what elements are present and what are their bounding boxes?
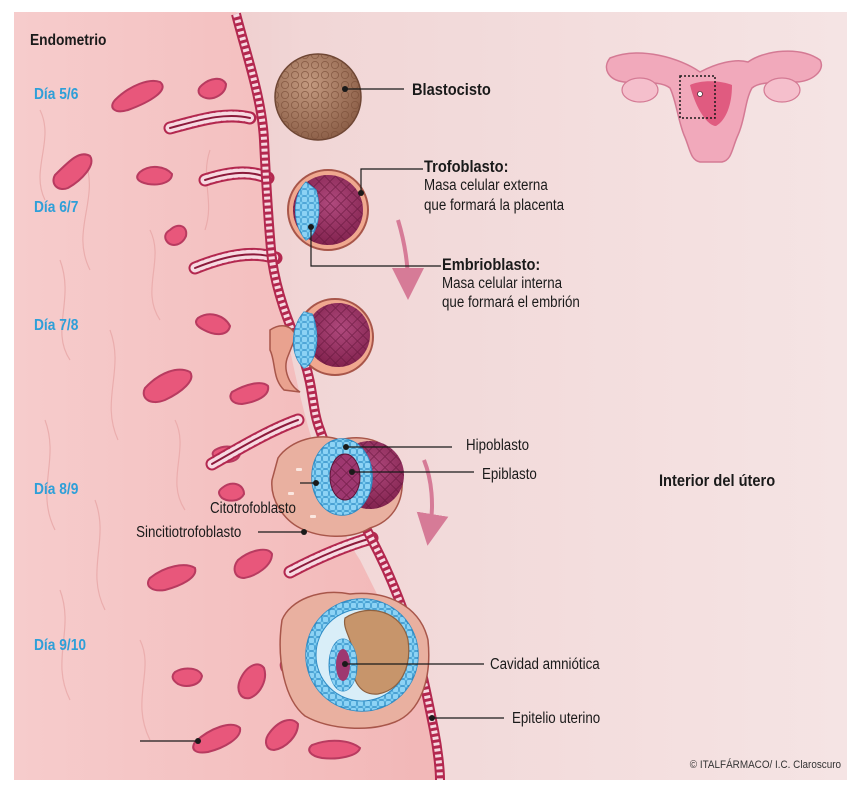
label-hipoblasto: Hipoblasto — [466, 437, 529, 454]
embryo-stage-5 — [279, 591, 430, 729]
label-cavidad-amniotica: Cavidad amniótica — [490, 656, 600, 673]
label-trofoblasto-title: Trofoblasto: — [424, 157, 509, 176]
endometrium-tissue — [14, 12, 440, 780]
blastocyst-stage-1 — [274, 53, 362, 141]
embryo-stage-4 — [271, 436, 404, 537]
label-trofoblasto-desc-2: que formará la placenta — [424, 197, 565, 214]
leader-dots — [195, 86, 435, 744]
day-label-6-7: Día 6/7 — [34, 199, 79, 216]
leader-lines — [140, 88, 504, 742]
label-blastocisto: Blastocisto — [412, 80, 491, 99]
label-epiblasto: Epiblasto — [482, 466, 537, 483]
migration-arrows — [391, 219, 449, 546]
label-interior-del-utero: Interior del útero — [659, 471, 776, 490]
label-trofoblasto-desc-1: Masa celular externa — [424, 177, 548, 194]
blastocyst-stage-2 — [287, 169, 369, 251]
day-label-8-9: Día 8/9 — [34, 481, 79, 498]
day-label-7-8: Día 7/8 — [34, 317, 79, 334]
label-epitelio-uterino: Epitelio uterino — [512, 710, 601, 727]
label-embrioblasto-desc-2: que formará el embrión — [442, 294, 580, 311]
label-embrioblasto-desc-1: Masa celular interna — [442, 275, 563, 292]
blastocyst-stage-3 — [269, 298, 374, 393]
day-label-9-10: Día 9/10 — [34, 637, 87, 654]
uterus-thumbnail — [605, 50, 823, 163]
credit-text: © ITALFÁRMACO/ I.C. Claroscuro — [689, 759, 841, 771]
label-sincitiotrofoblasto: Sincitiotrofoblasto — [135, 524, 241, 541]
tissue-fibers — [39, 109, 211, 741]
day-label-5-6: Día 5/6 — [34, 86, 79, 103]
label-embrioblasto-title: Embrioblasto: — [442, 255, 541, 274]
title-endometrio: Endometrio — [30, 32, 107, 49]
label-citotrofoblasto: Citotrofoblasto — [210, 500, 296, 517]
